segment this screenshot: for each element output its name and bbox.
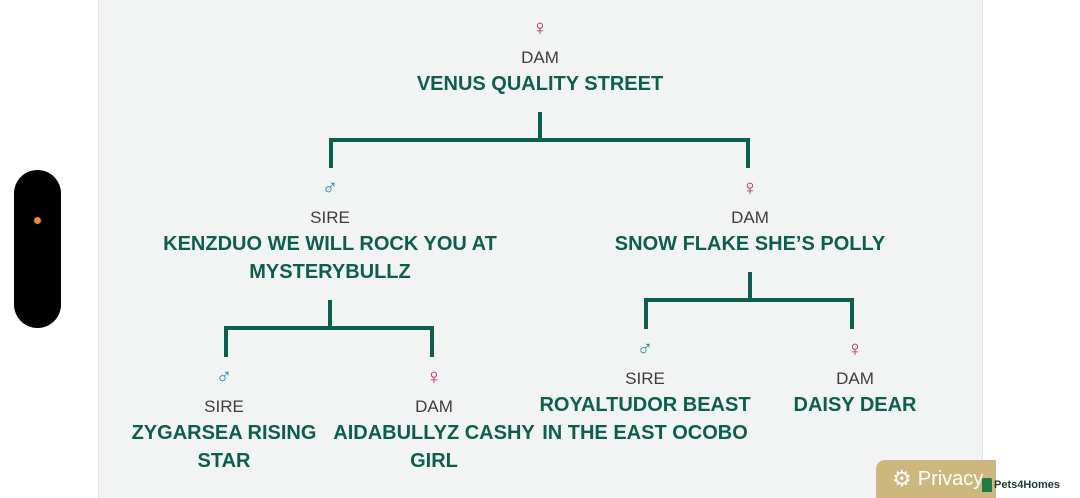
- dam-sire-node: ♂ SIRE ROYALTUDOR BEAST IN THE EAST OCOB…: [539, 337, 750, 447]
- root-dam-node: ♀ DAM VENUS QUALITY STREET: [417, 16, 663, 98]
- privacy-label: Privacy: [917, 467, 984, 490]
- indicator-dot: [34, 217, 41, 224]
- pedigree-panel: [98, 0, 983, 498]
- female-icon: ♀: [846, 336, 864, 361]
- side-scroll-handle[interactable]: [14, 170, 61, 328]
- male-icon: ♂: [215, 364, 233, 389]
- role-label: DAM: [415, 397, 453, 416]
- dog-name-line-1: ROYALTUDOR BEAST: [539, 394, 751, 416]
- dog-name-line-2: GIRL: [410, 450, 458, 472]
- role-label: SIRE: [625, 369, 665, 388]
- privacy-button[interactable]: ⚙ Privacy: [876, 460, 996, 498]
- role-label: SIRE: [310, 208, 350, 227]
- role-label: DAM: [836, 369, 874, 388]
- sire-sire-node: ♂ SIRE ZYGARSEA RISING STAR: [132, 365, 317, 475]
- role-label: DAM: [521, 48, 559, 67]
- dog-name: SNOW FLAKE SHE’S POLLY: [614, 233, 886, 255]
- role-label: SIRE: [204, 397, 244, 416]
- female-icon: ♀: [425, 364, 443, 389]
- male-icon: ♂: [321, 175, 339, 200]
- dog-name-line-2: MYSTERYBULLZ: [249, 261, 411, 283]
- male-icon: ♂: [636, 336, 654, 361]
- female-icon: ♀: [531, 15, 549, 40]
- brand-logo[interactable]: Pets4Homes: [982, 476, 1060, 494]
- brand-label: Pets4Homes: [994, 479, 1061, 491]
- sire-dam-node: ♀ DAM AIDABULLYZ CASHY GIRL: [333, 365, 535, 475]
- dam-node: ♀ DAM SNOW FLAKE SHE’S POLLY: [615, 176, 885, 258]
- pets4homes-logo-icon: [982, 478, 992, 492]
- dog-name: DAISY DEAR: [793, 394, 917, 416]
- dog-name: VENUS QUALITY STREET: [416, 73, 664, 95]
- role-label: DAM: [731, 208, 769, 227]
- gear-icon: ⚙: [892, 466, 912, 491]
- dog-name-line-1: ZYGARSEA RISING: [131, 422, 317, 444]
- dog-name-line-2: IN THE EAST OCOBO: [542, 422, 748, 444]
- dog-name-line-1: KENZDUO WE WILL ROCK YOU AT: [163, 233, 497, 255]
- sire-node: ♂ SIRE KENZDUO WE WILL ROCK YOU AT MYSTE…: [163, 176, 497, 286]
- dog-name-line-1: AIDABULLYZ CASHY: [333, 422, 535, 444]
- dog-name-line-2: STAR: [197, 450, 251, 472]
- dam-dam-node: ♀ DAM DAISY DEAR: [794, 337, 917, 419]
- female-icon: ♀: [741, 175, 759, 200]
